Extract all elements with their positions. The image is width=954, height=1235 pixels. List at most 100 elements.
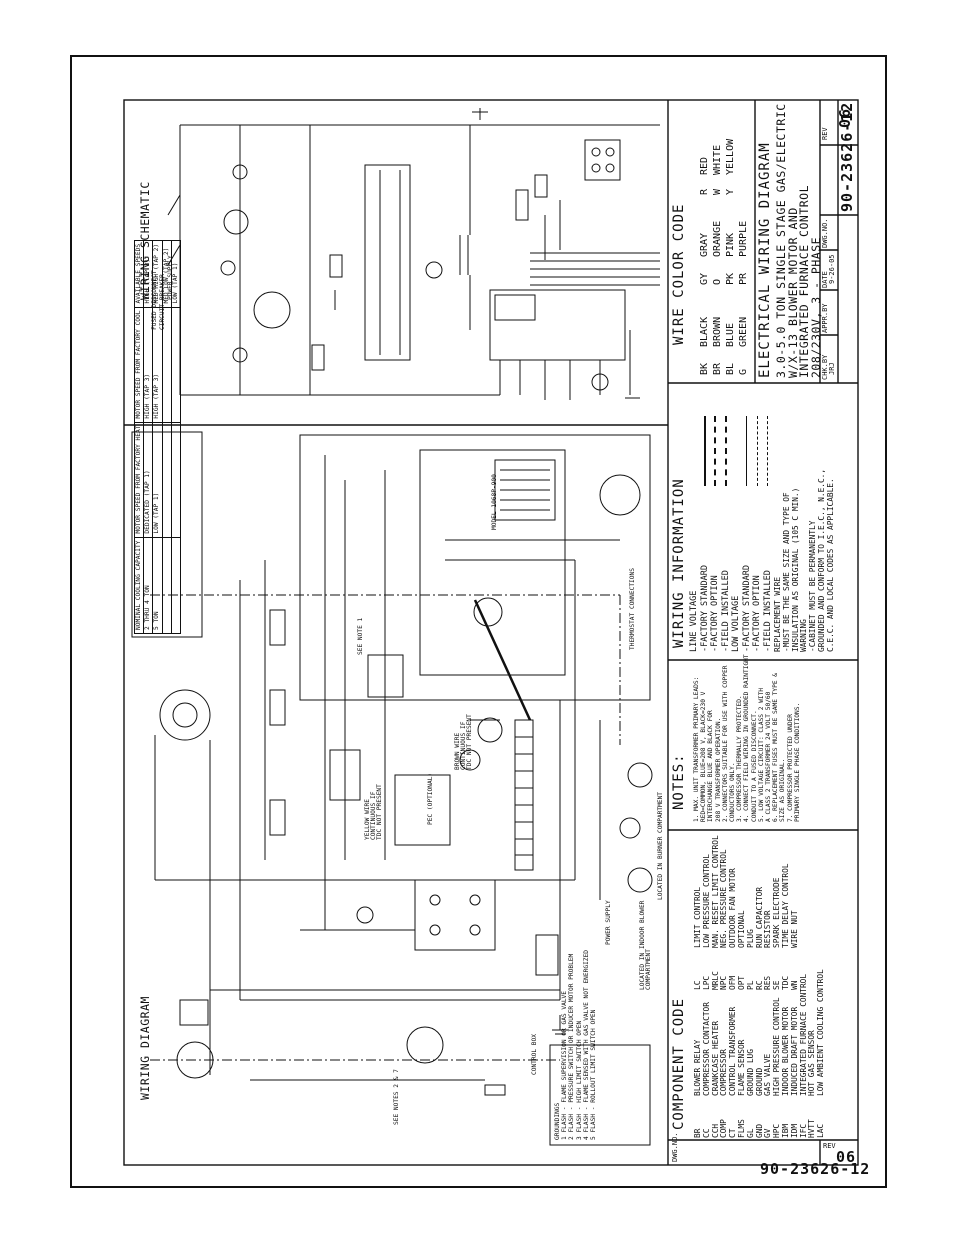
line-swatch-thin	[746, 416, 748, 486]
line-swatch-thin-dash	[767, 416, 769, 486]
speeds-cell: 5 TON	[152, 537, 163, 634]
speeds-cell: HIGH (TAP 3)	[143, 307, 153, 423]
wiring-info-row: -FACTORY OPTION	[710, 416, 720, 652]
label-yellow-wire: YELLOW WIRE CONTINUOUS IF TDC NOT PRESEN…	[364, 784, 384, 840]
speeds-cell	[171, 537, 181, 634]
speeds-table-wrap: NOMINAL COOLING CAPACITY MOTOR SPEED FRO…	[134, 240, 181, 634]
title-block-title: ELECTRICAL WIRING DIAGRAM	[757, 142, 773, 378]
speeds-cell: HIGH (TAP 3)	[143, 240, 153, 308]
speeds-header: AVAILABLE SPEEDS	[134, 240, 144, 308]
speeds-cell	[162, 422, 172, 538]
outer-frame	[70, 55, 887, 1188]
rev-label: REV	[821, 127, 829, 140]
chk-by-value: JRJ	[828, 362, 836, 375]
speeds-cell	[171, 422, 181, 538]
wiring-info-list: LINE VOLTAGE -FACTORY STANDARD -FACTORY …	[689, 416, 835, 652]
speeds-cell: DEDICATED (TAP 1)	[143, 422, 153, 538]
line-swatch-thick-dash	[724, 416, 727, 486]
note-line: CONDUIT TO A FUSED DISCONNECT.	[750, 710, 758, 822]
groundings-item: 2 FLASH - PRESSURE SWITCH OR INDUCER MOT…	[568, 953, 576, 1140]
note-line: INTERCHANGE BLUE AND BLACK FOR	[707, 710, 715, 822]
wiring-diagram-title: WIRING DIAGRAM	[138, 996, 152, 1100]
speeds-header: MOTOR SPEED FROM FACTORY COOL	[134, 307, 144, 423]
speeds-cell: MED HIGH (TAP 2)	[152, 240, 163, 308]
note-line: 4. CONNECT FIELD WIRING IN GROUNDED RAIN…	[743, 654, 751, 822]
groundings-item: 3 FLASH - HIGH LIMIT SWITCH OPEN	[575, 1020, 583, 1140]
notes-title: NOTES:	[671, 753, 687, 810]
wiring-info-row: -FACTORY STANDARD	[700, 416, 710, 652]
bottom-rev-label: REV	[823, 1142, 836, 1150]
label-model: MODEL 1068P-900	[491, 474, 498, 530]
wiring-info-row: -FACTORY OPTION	[752, 416, 762, 652]
speeds-table: NOMINAL COOLING CAPACITY MOTOR SPEED FRO…	[134, 240, 181, 634]
date-value: 9-26-05	[828, 254, 836, 284]
label-burner: LOCATED IN BURNER COMPARTMENT	[657, 791, 664, 900]
speeds-cell	[162, 537, 172, 634]
dwg-no-label: DWG.NO.	[821, 218, 829, 248]
speeds-cell: MED LOW (TAP 2)	[162, 240, 172, 308]
bottom-dwg-value: 90-23626-12	[760, 1160, 871, 1178]
speeds-header: MOTOR SPEED FROM FACTORY HEAT	[134, 422, 144, 538]
replacement-warning: REPLACEMENT WIRE -MUST BE THE SAME SIZE …	[773, 468, 835, 652]
line-swatch-thick-dash	[714, 416, 717, 486]
wiring-info-row: LOW VOLTAGE	[731, 595, 741, 652]
groundings-item: 5 FLASH - ROLLOUT LIMIT SWITCH OPEN	[590, 1009, 598, 1140]
label-control-box: CONTROL BOX	[531, 1034, 538, 1075]
speeds-cell: 2 THRU 4 TON	[143, 537, 153, 634]
speeds-header: NOMINAL COOLING CAPACITY	[134, 537, 144, 634]
note-line: PRIMARY SINGLE PHASE CONDITIONS.	[793, 702, 801, 822]
speeds-cell	[171, 307, 181, 423]
bottom-rev-value: 06	[836, 1148, 857, 1166]
wiring-info-title: WIRING INFORMATION	[671, 478, 687, 648]
wire-color-title: WIRE COLOR CODE	[671, 203, 687, 345]
speeds-cell	[162, 307, 172, 423]
label-pec: PEC (OPTIONAL)	[427, 772, 434, 825]
speeds-cell: LOW (TAP 1)	[152, 422, 163, 538]
label-power-supply: POWER SUPPLY	[605, 900, 612, 945]
notes-list: 1. MAX. UNIT TRANSFORMER PRIMARY LEADS: …	[693, 654, 801, 822]
line-swatch-thin-dash	[756, 416, 758, 486]
note-line: 208 V TRANSFORMER OPERATION.	[714, 717, 722, 822]
note-line: SIZE AS ORIGINAL.	[779, 758, 787, 822]
speeds-cell: LOW (TAP 1)	[171, 240, 181, 308]
speeds-cell: HIGH (TAP 3)	[152, 307, 163, 423]
component-code-title: COMPONENT CODE	[671, 997, 687, 1130]
wiring-info-row: -FIELD INSTALLED	[763, 416, 773, 652]
wiring-info-row: -FACTORY STANDARD	[742, 416, 752, 652]
label-indoor-blower: LOCATED IN INDOOR BLOWER COMPARTMENT	[639, 900, 653, 990]
rev-value: 06	[836, 107, 854, 128]
